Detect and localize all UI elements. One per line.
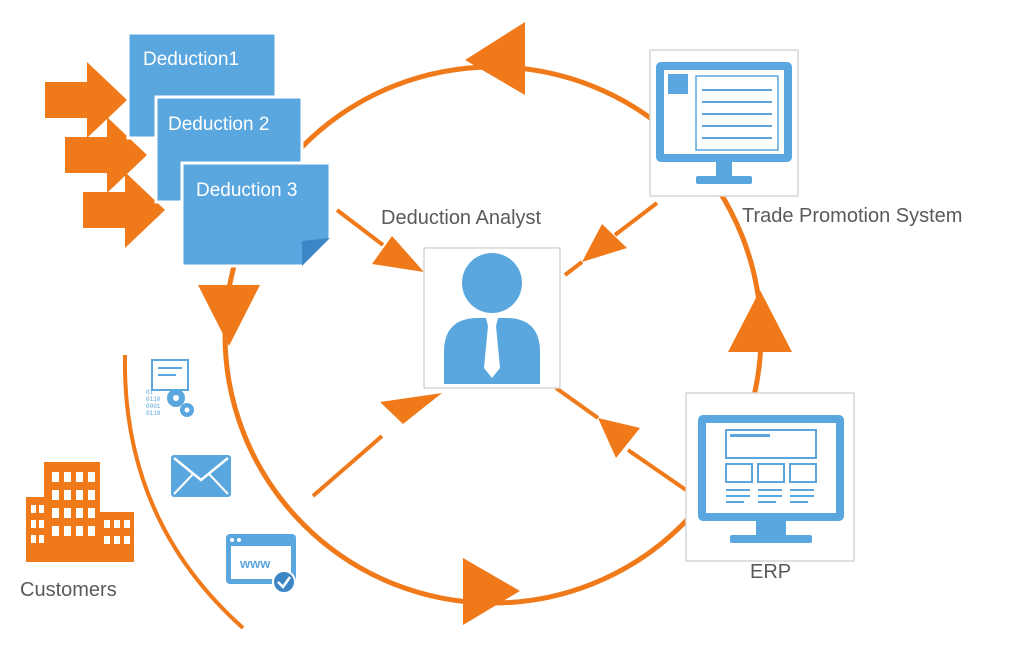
customers-label: Customers <box>20 579 117 601</box>
cycle-arrow-top <box>465 22 525 95</box>
deduction-2-label: Deduction 2 <box>168 114 270 135</box>
customers-boundary-arc <box>122 354 245 630</box>
analyst-card <box>423 247 561 389</box>
deduction-1-label: Deduction1 <box>143 49 240 70</box>
cycle-arrow-right <box>728 290 792 352</box>
settings-data-icon: 01 0110 0001 0110 <box>146 359 194 417</box>
analyst-label: Deduction Analyst <box>381 207 542 229</box>
trade-promotion-label: Trade Promotion System <box>742 205 963 227</box>
web-check-icon: www <box>226 534 296 594</box>
monitor-icon <box>656 62 792 184</box>
spoke-from-customers <box>311 393 442 498</box>
binary-line-3: 0001 <box>146 403 161 410</box>
spoke-from-trade-promotion <box>563 201 659 277</box>
monitor-icon <box>698 415 844 543</box>
trade-promotion-card <box>649 49 799 197</box>
arrow-right-icon <box>83 172 165 248</box>
erp-label: ERP <box>750 561 792 583</box>
erp-card <box>685 392 855 562</box>
document-icon <box>302 238 330 266</box>
web-text: www <box>239 556 271 571</box>
cycle-arrow-left <box>198 285 260 346</box>
cycle-arrow-bottom <box>463 558 520 625</box>
building-icon <box>26 462 134 562</box>
spoke-from-deductions <box>335 208 424 272</box>
binary-line-1: 01 <box>146 389 154 396</box>
spoke-from-erp <box>554 386 688 492</box>
binary-line-4: 0110 <box>146 410 161 417</box>
deduction-3-label: Deduction 3 <box>196 180 298 201</box>
svg-text:01 0110 0001: 01 0110 0001 0110 <box>146 389 164 417</box>
binary-line-2: 0110 <box>146 396 161 403</box>
arrow-right-icon <box>45 62 127 138</box>
deduction-document-3 <box>180 161 332 268</box>
envelope-icon <box>171 455 231 497</box>
person-icon <box>444 253 540 384</box>
